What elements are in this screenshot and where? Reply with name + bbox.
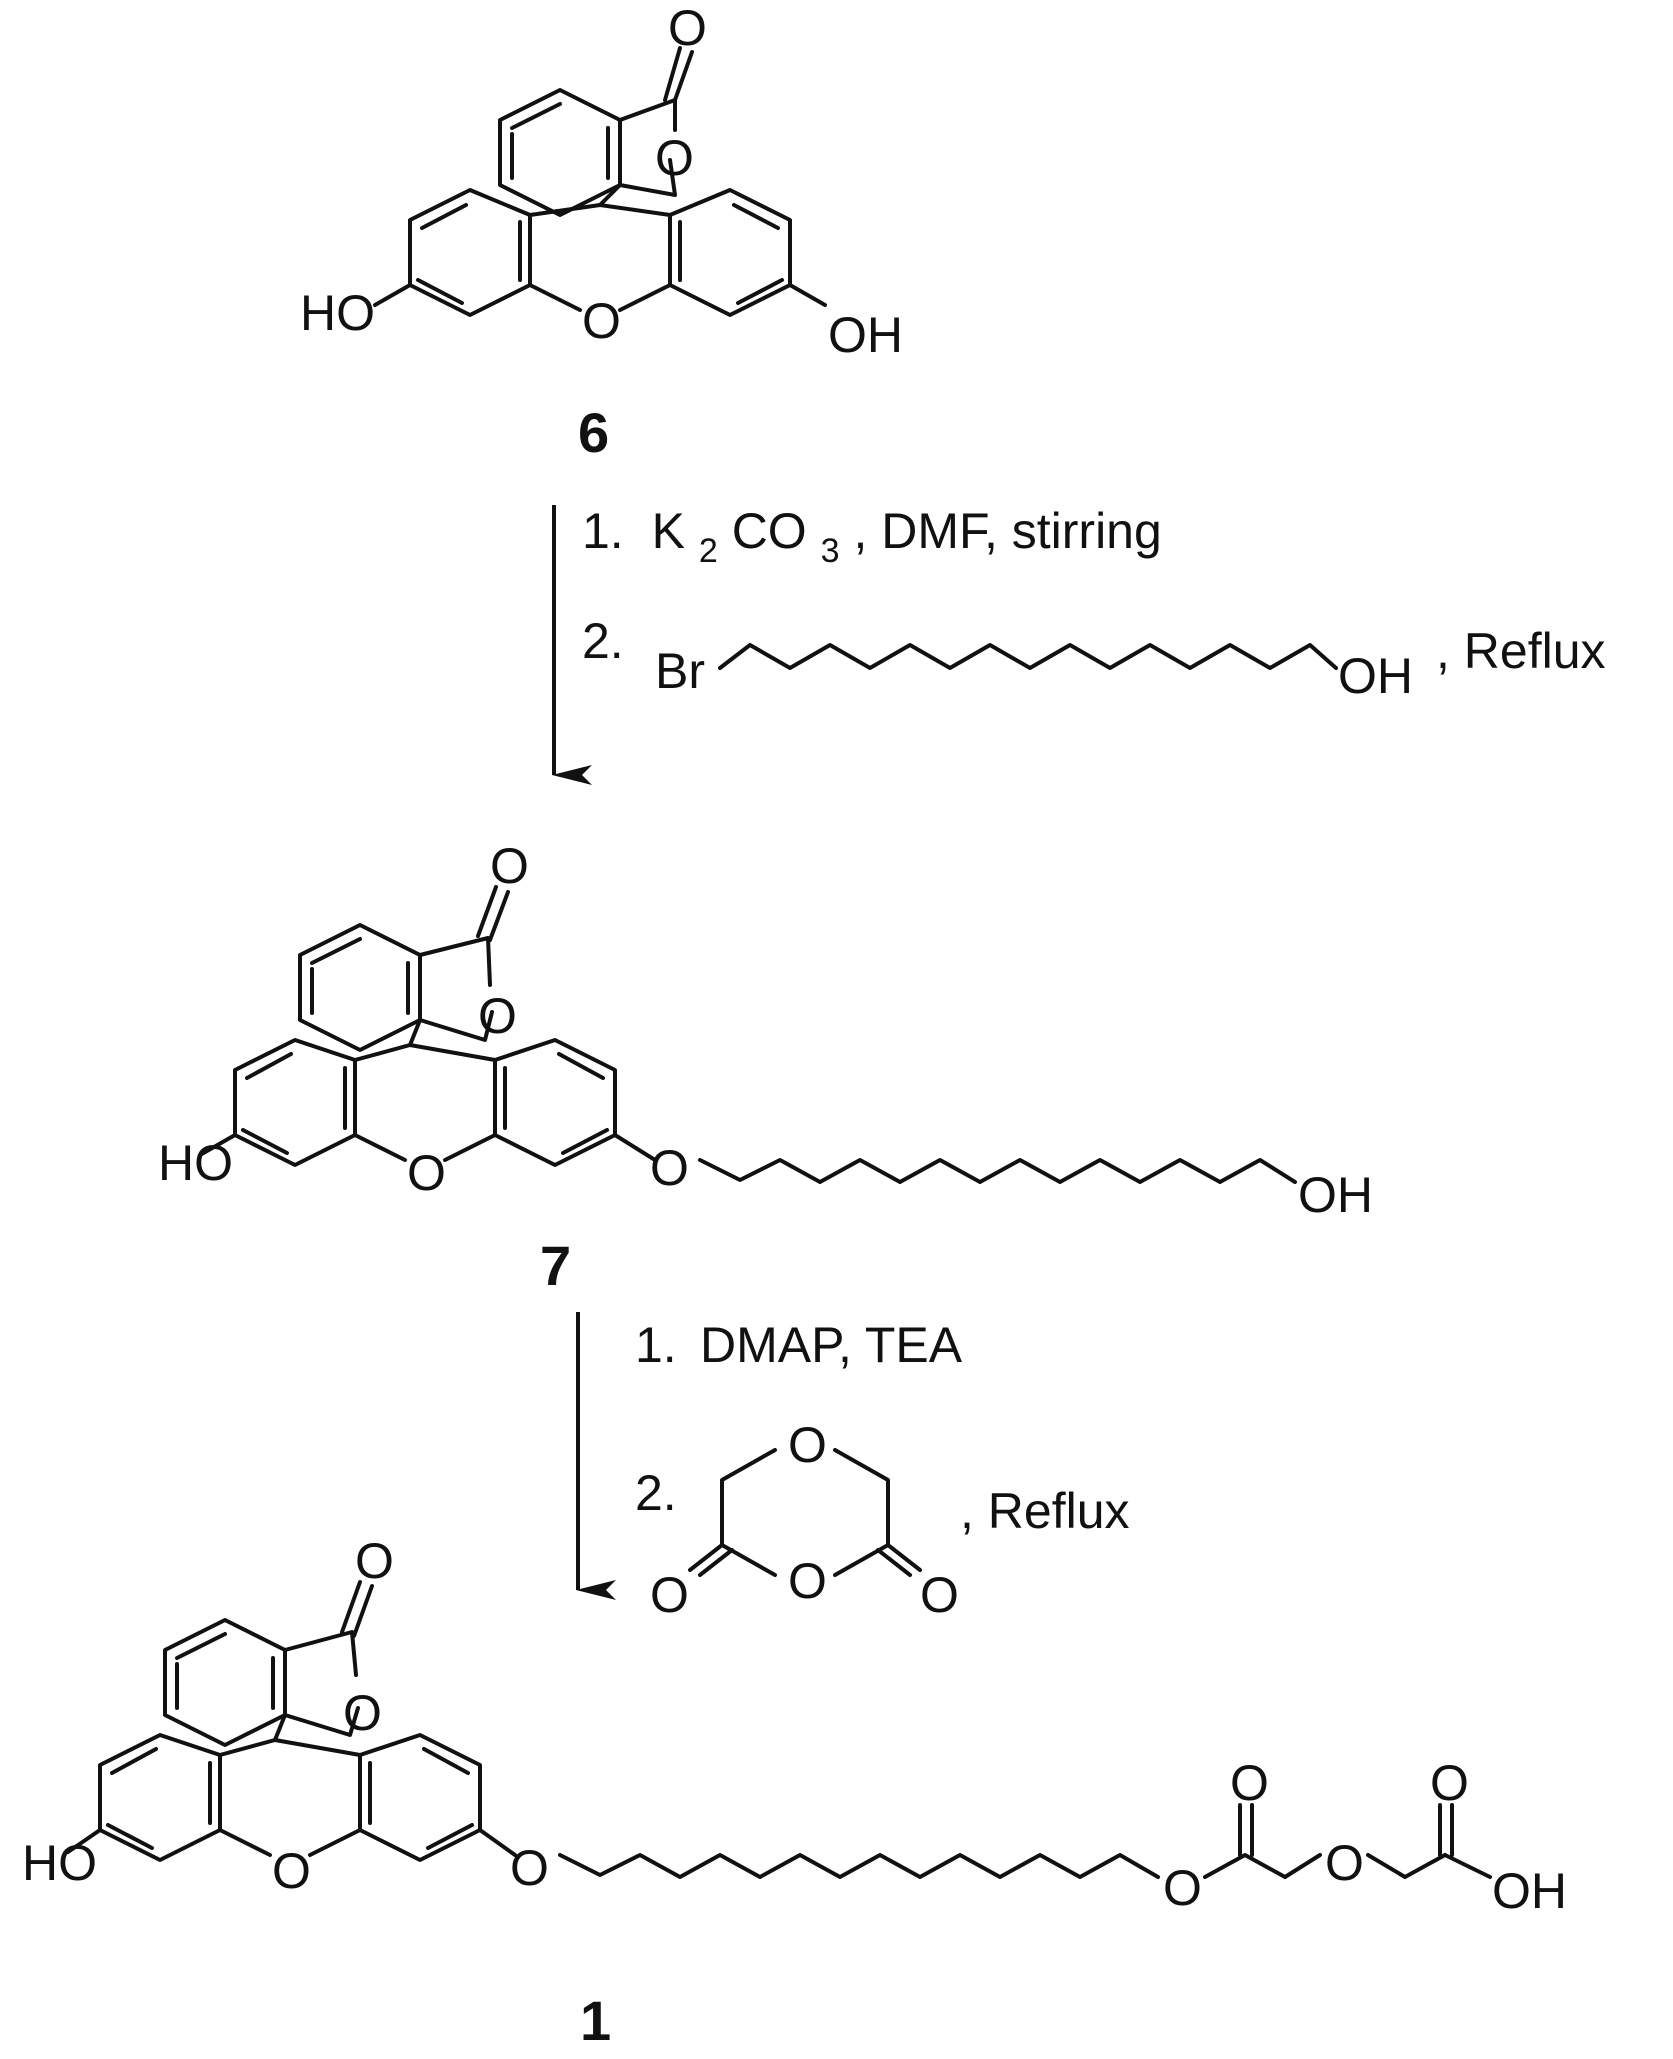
step-1-reagent-br: Br [655, 643, 705, 699]
compound-1-left-oh: HO [22, 1835, 97, 1891]
compound-1-ether-o: O [510, 1840, 549, 1896]
step-2-condition-2-suffix: , Reflux [960, 1483, 1130, 1539]
compound-1-xanthene-o: O [272, 1843, 311, 1899]
step-1-condition-1: 1. K 2 CO 3 , DMF, stirring [582, 503, 1162, 573]
step-1-condition-1-rest: , DMF, stirring [853, 503, 1161, 559]
step-1-conditions: 1. K 2 CO 3 , DMF, stirring 2. Br OH , R… [582, 503, 1606, 704]
compound-7-terminal-oh: OH [1298, 1167, 1373, 1223]
anhydride-ring-bonds [688, 1448, 922, 1577]
step-2-condition-1: DMAP, TEA [700, 1317, 963, 1373]
compound-6-carbonyl-o: O [668, 0, 707, 56]
anhydride-carbonyl-o-left: O [650, 1567, 689, 1623]
compound-1-ester-carbonyl-o: O [1230, 1755, 1269, 1811]
compound-6-bonds [373, 46, 827, 317]
compound-6: O O HO O OH 6 [300, 0, 903, 464]
step-1-condition-2-suffix: , Reflux [1436, 623, 1606, 679]
step-1-condition-1-sub-3: 3 [821, 532, 840, 570]
bromoundecanol-chain [718, 643, 1338, 670]
compound-7-carbonyl-o: O [490, 838, 529, 894]
compound-6-left-oh: HO [300, 285, 375, 341]
step-2-conditions: DMAP, TEA 1. 2. O O O O , Reflux [635, 1317, 1130, 1623]
anhydride-ring-o-bottom: O [788, 1553, 827, 1609]
compound-1: O O HO O O O O O O OH 1 [22, 1533, 1567, 2052]
compound-6-xanthene-o: O [582, 293, 621, 349]
compound-1-bonds [66, 1580, 1492, 1879]
step-1-condition-1-co: CO [732, 503, 807, 559]
compound-1-acid-oh: OH [1492, 1863, 1567, 1919]
compound-6-label: 6 [578, 401, 609, 464]
compound-6-lactone-o: O [655, 130, 694, 186]
compound-7-label: 7 [540, 1234, 571, 1297]
anhydride-ring-o-top: O [788, 1417, 827, 1473]
compound-7-lactone-o: O [478, 988, 517, 1044]
compound-1-carbonyl-o: O [355, 1533, 394, 1589]
compound-1-ester-o: O [1163, 1860, 1202, 1916]
compound-1-label: 1 [580, 1989, 611, 2052]
anhydride-carbonyl-o-right: O [920, 1567, 959, 1623]
step-1-condition-1-k: K [652, 503, 685, 559]
step-2-condition-1-num: 1. [635, 1317, 677, 1373]
step-1-reagent-oh: OH [1338, 648, 1413, 704]
step-1-condition-2-num: 2. [582, 613, 624, 669]
step-1-condition-1-sub-2: 2 [699, 532, 718, 570]
step-1-condition-1-num: 1. [582, 503, 624, 559]
compound-7-left-oh: HO [158, 1135, 233, 1191]
compound-7: O O HO O O OH 7 [158, 838, 1373, 1297]
diglycolic-anhydride: O O O O [650, 1417, 959, 1623]
compound-1-lactone-o: O [343, 1685, 382, 1741]
compound-1-glycolic-o: O [1325, 1835, 1364, 1891]
compound-6-right-oh: OH [828, 307, 903, 363]
compound-7-ether-o: O [650, 1140, 689, 1196]
compound-7-bonds [198, 885, 1297, 1184]
compound-7-xanthene-o: O [407, 1145, 446, 1201]
compound-1-acid-carbonyl-o: O [1430, 1755, 1469, 1811]
step-2-condition-2-num: 2. [635, 1465, 677, 1521]
